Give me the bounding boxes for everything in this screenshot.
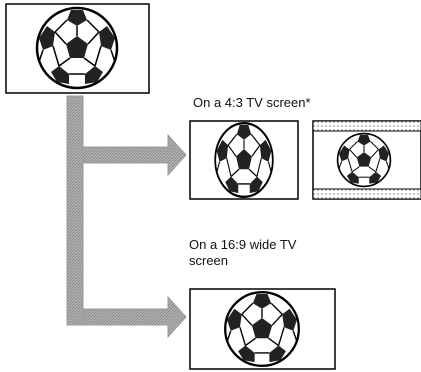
caption-16-9-tv: On a 16:9 wide TV screen bbox=[189, 237, 296, 269]
soccer-ball-icon bbox=[35, 6, 119, 90]
caption-16-9-line1: On a 16:9 wide TV bbox=[189, 237, 297, 252]
gray-arrow-icon bbox=[82, 133, 187, 177]
letterbox-bar-bottom bbox=[312, 188, 421, 200]
tv-16-9-wide bbox=[189, 288, 336, 370]
caption-4-3-tv: On a 4:3 TV screen* bbox=[193, 95, 311, 110]
gray-arrow-icon bbox=[82, 295, 187, 339]
tv-4-3-letterbox bbox=[312, 120, 421, 200]
soccer-ball-icon bbox=[336, 132, 392, 188]
connector-arrows bbox=[66, 95, 187, 339]
caption-16-9-line2: screen bbox=[189, 253, 229, 268]
source-frame bbox=[5, 3, 150, 94]
soccer-ball-icon bbox=[214, 122, 274, 198]
soccer-ball-icon bbox=[224, 291, 300, 367]
gray-arrow-icon bbox=[66, 95, 84, 326]
letterbox-bar-top bbox=[312, 120, 421, 132]
tv-4-3-squeezed bbox=[189, 120, 299, 200]
